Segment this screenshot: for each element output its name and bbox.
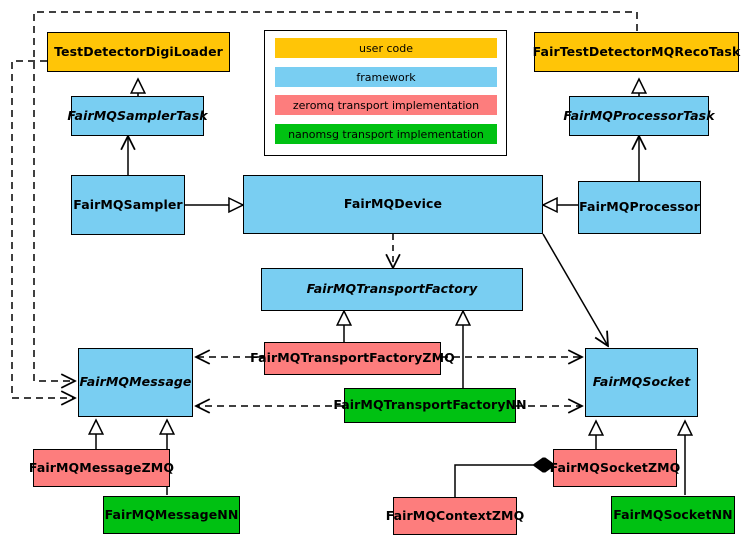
class-box-fairmq-processor[interactable]: FairMQProcessor — [578, 181, 701, 234]
class-box-fairmq-message-nn[interactable]: FairMQMessageNN — [103, 496, 240, 534]
class-box-fairmq-socket-nn[interactable]: FairMQSocketNN — [611, 496, 735, 534]
legend-row-framework: framework — [275, 67, 497, 87]
class-box-fairmq-sampler-task[interactable]: FairMQSamplerTask — [67, 96, 208, 136]
class-box-fairmq-processor-task[interactable]: FairMQProcessorTask — [563, 96, 715, 136]
class-box-fairmq-device[interactable]: FairMQDevice — [243, 175, 543, 234]
legend-label-nanomsg: nanomsg transport implementation — [288, 127, 484, 141]
legend-label-user-code: user code — [358, 41, 414, 55]
class-box-fairmq-message[interactable]: FairMQMessage — [78, 348, 193, 417]
legend-row-nanomsg: nanomsg transport implementation — [275, 124, 497, 144]
class-box-fairmq-sampler[interactable]: FairMQSampler — [71, 175, 185, 235]
edge-contextzmq-socketzmq — [454, 465, 553, 497]
legend-row-zeromq: zeromq transport implementation — [275, 95, 497, 115]
class-box-fairmq-message-zmq[interactable]: FairMQMessageZMQ — [29, 449, 174, 487]
legend-label-zeromq: zeromq transport implementation — [292, 98, 480, 112]
class-box-fair-test-detector-mq-reco-task[interactable]: FairTestDetectorMQRecoTask — [533, 32, 740, 72]
legend-label-framework: framework — [356, 70, 416, 84]
class-box-fairmq-transport-factory-zmq[interactable]: FairMQTransportFactoryZMQ — [250, 342, 455, 375]
class-box-fairmq-context-zmq[interactable]: FairMQContextZMQ — [386, 497, 524, 535]
class-box-fairmq-transport-factory[interactable]: FairMQTransportFactory — [261, 268, 523, 311]
edge-device-socket — [542, 233, 608, 346]
class-box-fairmq-socket[interactable]: FairMQSocket — [585, 348, 698, 417]
class-box-test-detector-digi-loader[interactable]: TestDetectorDigiLoader — [47, 32, 230, 72]
class-box-fairmq-socket-zmq[interactable]: FairMQSocketZMQ — [550, 449, 680, 487]
legend-row-user-code: user code — [275, 38, 497, 58]
class-box-fairmq-transport-factory-nn[interactable]: FairMQTransportFactoryNN — [333, 388, 527, 423]
edge-digiloader-message — [11, 60, 75, 398]
